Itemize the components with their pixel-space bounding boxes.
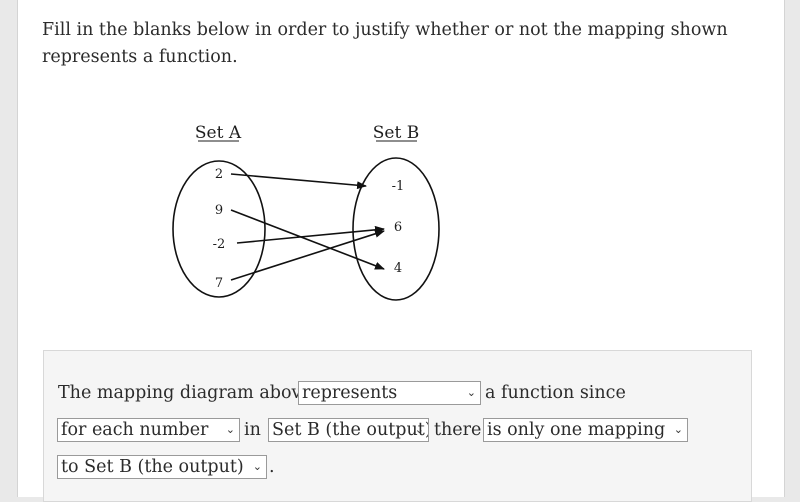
mapping-arrow: [230, 229, 385, 281]
mapping-diagram: Set A Set B 2 9 -2 7 -1 6 4: [172, 123, 440, 301]
question-prompt: Fill in the blanks below in order to jus…: [42, 20, 728, 67]
answer-text: a function since: [485, 383, 626, 403]
chevron-down-icon: ⌄: [252, 460, 262, 473]
set-a-element: 9: [215, 203, 223, 218]
set-a-element: 7: [215, 276, 223, 291]
answer-text: The mapping diagram above: [58, 383, 312, 403]
chevron-down-icon: ⌄: [673, 423, 683, 436]
representation-dropdown[interactable]: represents ⌄: [298, 381, 481, 405]
target-set-dropdown-value: to Set B (the output): [61, 457, 244, 477]
set-a-element: 2: [215, 167, 223, 182]
mapping-arrow: [230, 173, 367, 190]
mapping-count-dropdown[interactable]: is only one mapping ⌄: [483, 418, 688, 442]
set-a-oval: [172, 160, 266, 298]
set-b-element: 6: [394, 220, 402, 235]
set-b-element: -1: [392, 179, 405, 194]
set-b-oval: [352, 157, 440, 301]
mapping-arrow: [230, 209, 385, 270]
chevron-down-icon: ⌄: [466, 386, 476, 399]
set-a-element: -2: [213, 237, 226, 252]
answer-period: .: [269, 457, 275, 477]
mapping-count-dropdown-value: is only one mapping: [487, 420, 666, 440]
set-dropdown[interactable]: Set B (the output) ⌄: [268, 418, 429, 442]
chevron-down-icon: ⌄: [225, 423, 235, 436]
quantifier-dropdown-value: for each number: [61, 420, 209, 440]
answer-panel: The mapping diagram above represents ⌄ a…: [43, 350, 752, 502]
set-b-title: Set B: [373, 123, 419, 143]
quantifier-dropdown[interactable]: for each number ⌄: [57, 418, 240, 442]
set-b-element: 4: [394, 261, 402, 276]
set-dropdown-value: Set B (the output): [272, 420, 429, 440]
question-card: Fill in the blanks below in order to jus…: [17, 0, 785, 502]
target-set-dropdown[interactable]: to Set B (the output) ⌄: [57, 455, 267, 479]
mapping-arrow: [236, 225, 385, 244]
answer-text: in: [244, 420, 261, 440]
set-a-title: Set A: [195, 123, 242, 143]
representation-dropdown-value: represents: [302, 383, 398, 403]
chevron-down-icon: ⌄: [414, 423, 424, 436]
answer-text: there: [434, 420, 482, 440]
